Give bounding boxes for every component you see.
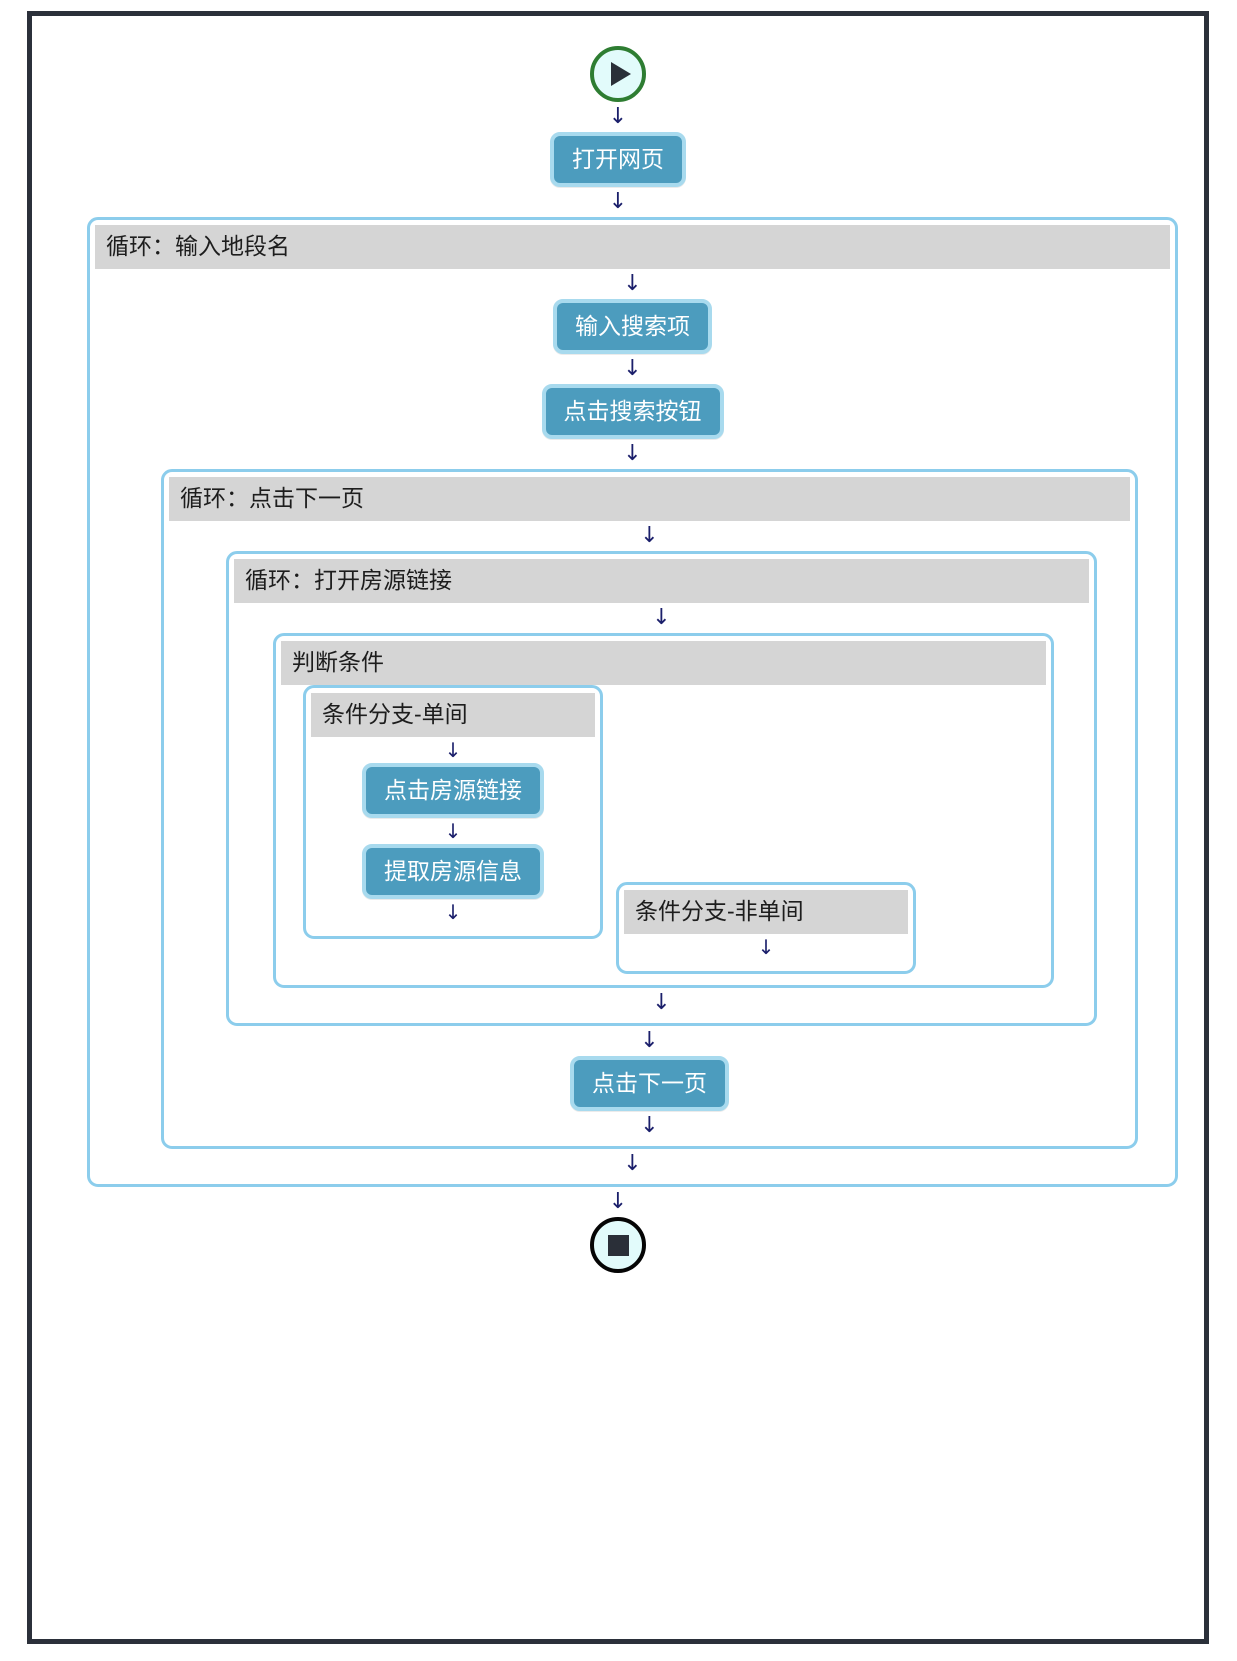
condition-block-header: 判断条件 xyxy=(281,641,1046,685)
loop-open-listing-body: ↓ 判断条件 条件分支-单间 xyxy=(234,603,1089,1018)
connector-arrow: ↓ xyxy=(623,271,642,296)
step-open-page[interactable]: 打开网页 xyxy=(550,132,686,187)
connector-arrow: ↓ xyxy=(444,738,462,762)
connector-arrow: ↓ xyxy=(640,1113,659,1138)
flow-column: ↓ 打开网页 ↓ 循环：输入地段名 ↓ 输入搜索项 ↓ xyxy=(32,16,1204,1639)
start-node[interactable] xyxy=(590,46,646,102)
loop-open-listing-header: 循环：打开房源链接 xyxy=(234,559,1089,603)
step-click-next-page[interactable]: 点击下一页 xyxy=(570,1056,729,1111)
loop-next-page-body: ↓ 循环：打开房源链接 ↓ 判断条件 xyxy=(169,521,1130,1141)
connector-arrow: ↓ xyxy=(640,1028,659,1053)
condition-branch-row: 条件分支-单间 ↓ 点击房源链接 ↓ xyxy=(281,685,1046,974)
step-extract-listing-info[interactable]: 提取房源信息 xyxy=(362,844,544,899)
connector-arrow: ↓ xyxy=(640,523,659,548)
connector-arrow: ↓ xyxy=(623,356,642,381)
connector-arrow: ↓ xyxy=(444,900,462,924)
loop-next-page[interactable]: 循环：点击下一页 ↓ 循环：打开房源链接 ↓ 判断条件 xyxy=(161,469,1138,1149)
step-extract-listing-info-wrap: 提取房源信息 xyxy=(311,844,595,899)
step-click-search-button-wrap: 点击搜索按钮 xyxy=(95,384,1170,439)
branch-single-room-header: 条件分支-单间 xyxy=(311,693,595,737)
connector-arrow: ↓ xyxy=(652,990,671,1015)
loop-input-district-header: 循环：输入地段名 xyxy=(95,225,1170,269)
connector-arrow: ↓ xyxy=(608,1189,628,1214)
diagram-frame: ↓ 打开网页 ↓ 循环：输入地段名 ↓ 输入搜索项 ↓ xyxy=(27,11,1209,1644)
connector-arrow: ↓ xyxy=(608,189,628,214)
connector-arrow: ↓ xyxy=(623,1151,642,1176)
loop-next-page-header: 循环：点击下一页 xyxy=(169,477,1130,521)
step-open-page-wrap: 打开网页 xyxy=(32,132,1204,187)
connector-arrow: ↓ xyxy=(757,935,775,959)
branch-single-room-body: ↓ 点击房源链接 ↓ 提取房源信息 xyxy=(311,737,595,931)
condition-block[interactable]: 判断条件 条件分支-单间 ↓ xyxy=(273,633,1054,988)
step-click-listing-link[interactable]: 点击房源链接 xyxy=(362,763,544,818)
step-click-next-page-wrap: 点击下一页 xyxy=(169,1056,1130,1111)
loop-open-listing[interactable]: 循环：打开房源链接 ↓ 判断条件 xyxy=(226,551,1097,1026)
end-node[interactable] xyxy=(590,1217,646,1273)
connector-arrow: ↓ xyxy=(444,819,462,843)
branch-not-single-room-header: 条件分支-非单间 xyxy=(624,890,908,934)
step-click-search-button[interactable]: 点击搜索按钮 xyxy=(541,384,724,439)
branch-not-single-room-body: ↓ xyxy=(624,934,908,966)
loop-input-district-body: ↓ 输入搜索项 ↓ 点击搜索按钮 ↓ 循环：点击下一页 xyxy=(95,269,1170,1179)
step-click-listing-link-wrap: 点击房源链接 xyxy=(311,763,595,818)
branch-not-single-room[interactable]: 条件分支-非单间 ↓ xyxy=(616,882,916,974)
stop-icon xyxy=(607,1234,629,1256)
play-icon xyxy=(610,62,631,86)
step-input-search-term-wrap: 输入搜索项 xyxy=(95,299,1170,354)
condition-block-body: 条件分支-单间 ↓ 点击房源链接 ↓ xyxy=(281,685,1046,980)
step-input-search-term[interactable]: 输入搜索项 xyxy=(553,299,712,354)
branch-single-room[interactable]: 条件分支-单间 ↓ 点击房源链接 ↓ xyxy=(303,685,603,939)
connector-arrow: ↓ xyxy=(623,441,642,466)
connector-arrow: ↓ xyxy=(652,605,671,630)
connector-arrow: ↓ xyxy=(608,104,628,129)
loop-input-district[interactable]: 循环：输入地段名 ↓ 输入搜索项 ↓ 点击搜索按钮 ↓ 循环： xyxy=(87,217,1178,1187)
